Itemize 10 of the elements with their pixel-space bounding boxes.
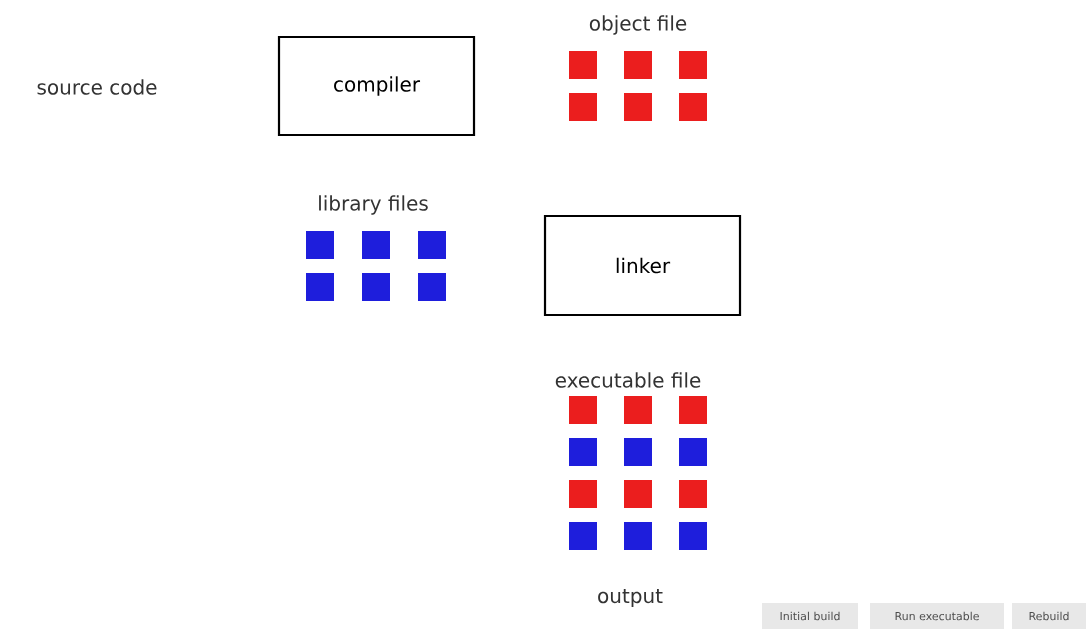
- heading: object file: [589, 15, 687, 35]
- process-box: compiler: [277, 35, 476, 137]
- text-label: source code: [37, 79, 157, 95]
- heading: executable file: [555, 372, 701, 388]
- process-box: linker: [543, 214, 742, 317]
- text-label: output: [598, 588, 663, 608]
- button: Initial build: [762, 603, 858, 629]
- button: Run executable: [870, 603, 1004, 629]
- heading: library files: [319, 195, 428, 215]
- button: Rebuild: [1012, 603, 1086, 629]
